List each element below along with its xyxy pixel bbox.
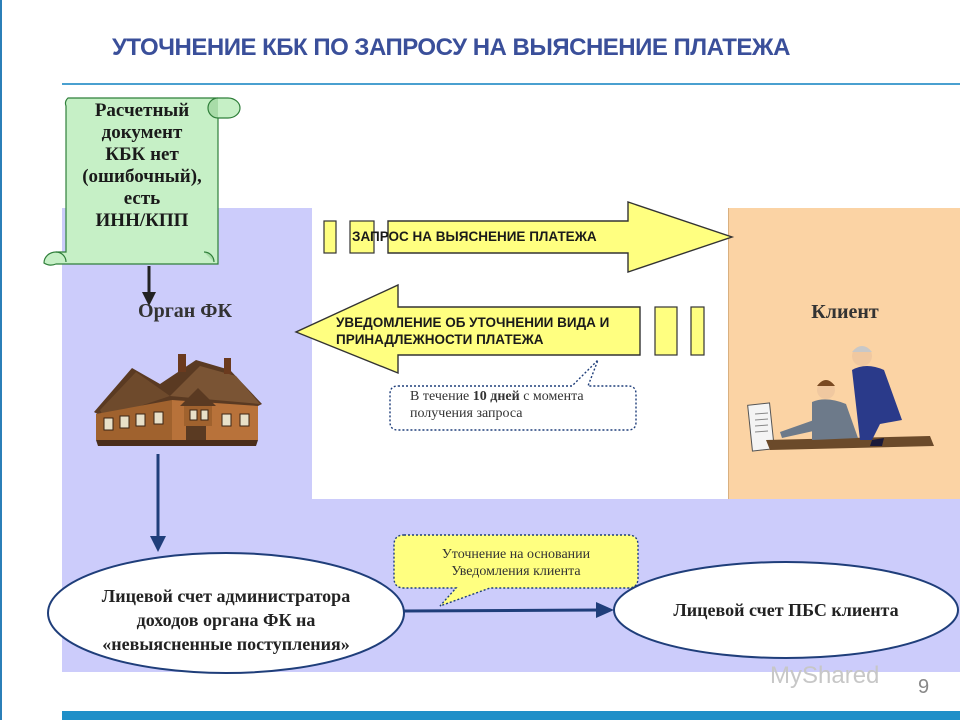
fk-label: Орган ФК xyxy=(138,300,232,322)
doc-line: документ xyxy=(101,122,183,143)
client-label: Клиент xyxy=(811,301,879,323)
deadline-line2: получения запроса xyxy=(410,406,523,421)
document-description: Расчетный документ КБК нет (ошибочный), … xyxy=(58,100,226,232)
watermark-logo: MyShared xyxy=(770,662,880,689)
office-illustration xyxy=(747,346,934,452)
slide-title: УТОЧНЕНИЕ КБК ПО ЗАПРОСУ НА ВЫЯСНЕНИЕ ПЛ… xyxy=(112,34,790,61)
doc-line: есть xyxy=(123,188,161,209)
account-transfer-arrow xyxy=(403,602,614,618)
doc-line: Расчетный xyxy=(94,100,190,121)
left-edge-rule xyxy=(0,0,2,720)
admin-line3: «невыясненные поступления» xyxy=(102,634,350,654)
deadline-callout-shape xyxy=(389,359,637,431)
admin-account-text: Лицевой счет администратора доходов орга… xyxy=(56,584,396,656)
deadline-callout-text: В течение 10 дней с момента получения за… xyxy=(410,388,584,422)
footer-bar xyxy=(62,711,960,720)
admin-line2: доходов органа ФК на xyxy=(136,610,316,630)
fk-to-account-arrow xyxy=(150,454,166,552)
deadline-days: 10 дней xyxy=(472,389,520,404)
client-panel xyxy=(728,208,960,499)
notice-arrow-shape xyxy=(294,283,705,375)
clarify-callout-shape xyxy=(393,534,639,607)
doc-line: ИНН/КПП xyxy=(95,210,189,231)
page-number: 9 xyxy=(918,676,930,698)
admin-line1: Лицевой счет администратора xyxy=(101,586,351,606)
deadline-prefix: В течение xyxy=(410,389,473,404)
clarify-line2: Уведомления клиента xyxy=(451,564,581,579)
notice-arrow-label-line1: УВЕДОМЛЕНИЕ ОБ УТОЧНЕНИИ ВИДА И xyxy=(336,315,610,330)
document-scroll-shape xyxy=(43,97,241,266)
title-underline xyxy=(62,83,960,85)
request-arrow-shape xyxy=(323,201,735,273)
notice-arrow-label-line2: ПРИНАДЛЕЖНОСТИ ПЛАТЕЖА xyxy=(336,332,544,347)
house-illustration xyxy=(94,354,262,446)
deadline-suffix: с момента xyxy=(519,389,584,404)
admin-account-oval xyxy=(47,552,405,674)
doc-line: (ошибочный), xyxy=(82,166,202,187)
clarify-line1: Уточнение на основании xyxy=(441,547,591,562)
request-arrow-label: ЗАПРОС НА ВЫЯСНЕНИЕ ПЛАТЕЖА xyxy=(352,229,597,244)
clarify-callout-text: Уточнение на основании Уведомления клиен… xyxy=(394,546,638,580)
doc-line: КБК нет xyxy=(105,144,179,165)
pbs-account-text: Лицевой счет ПБС клиента xyxy=(673,600,899,620)
scroll-to-fk-arrow xyxy=(142,266,156,306)
